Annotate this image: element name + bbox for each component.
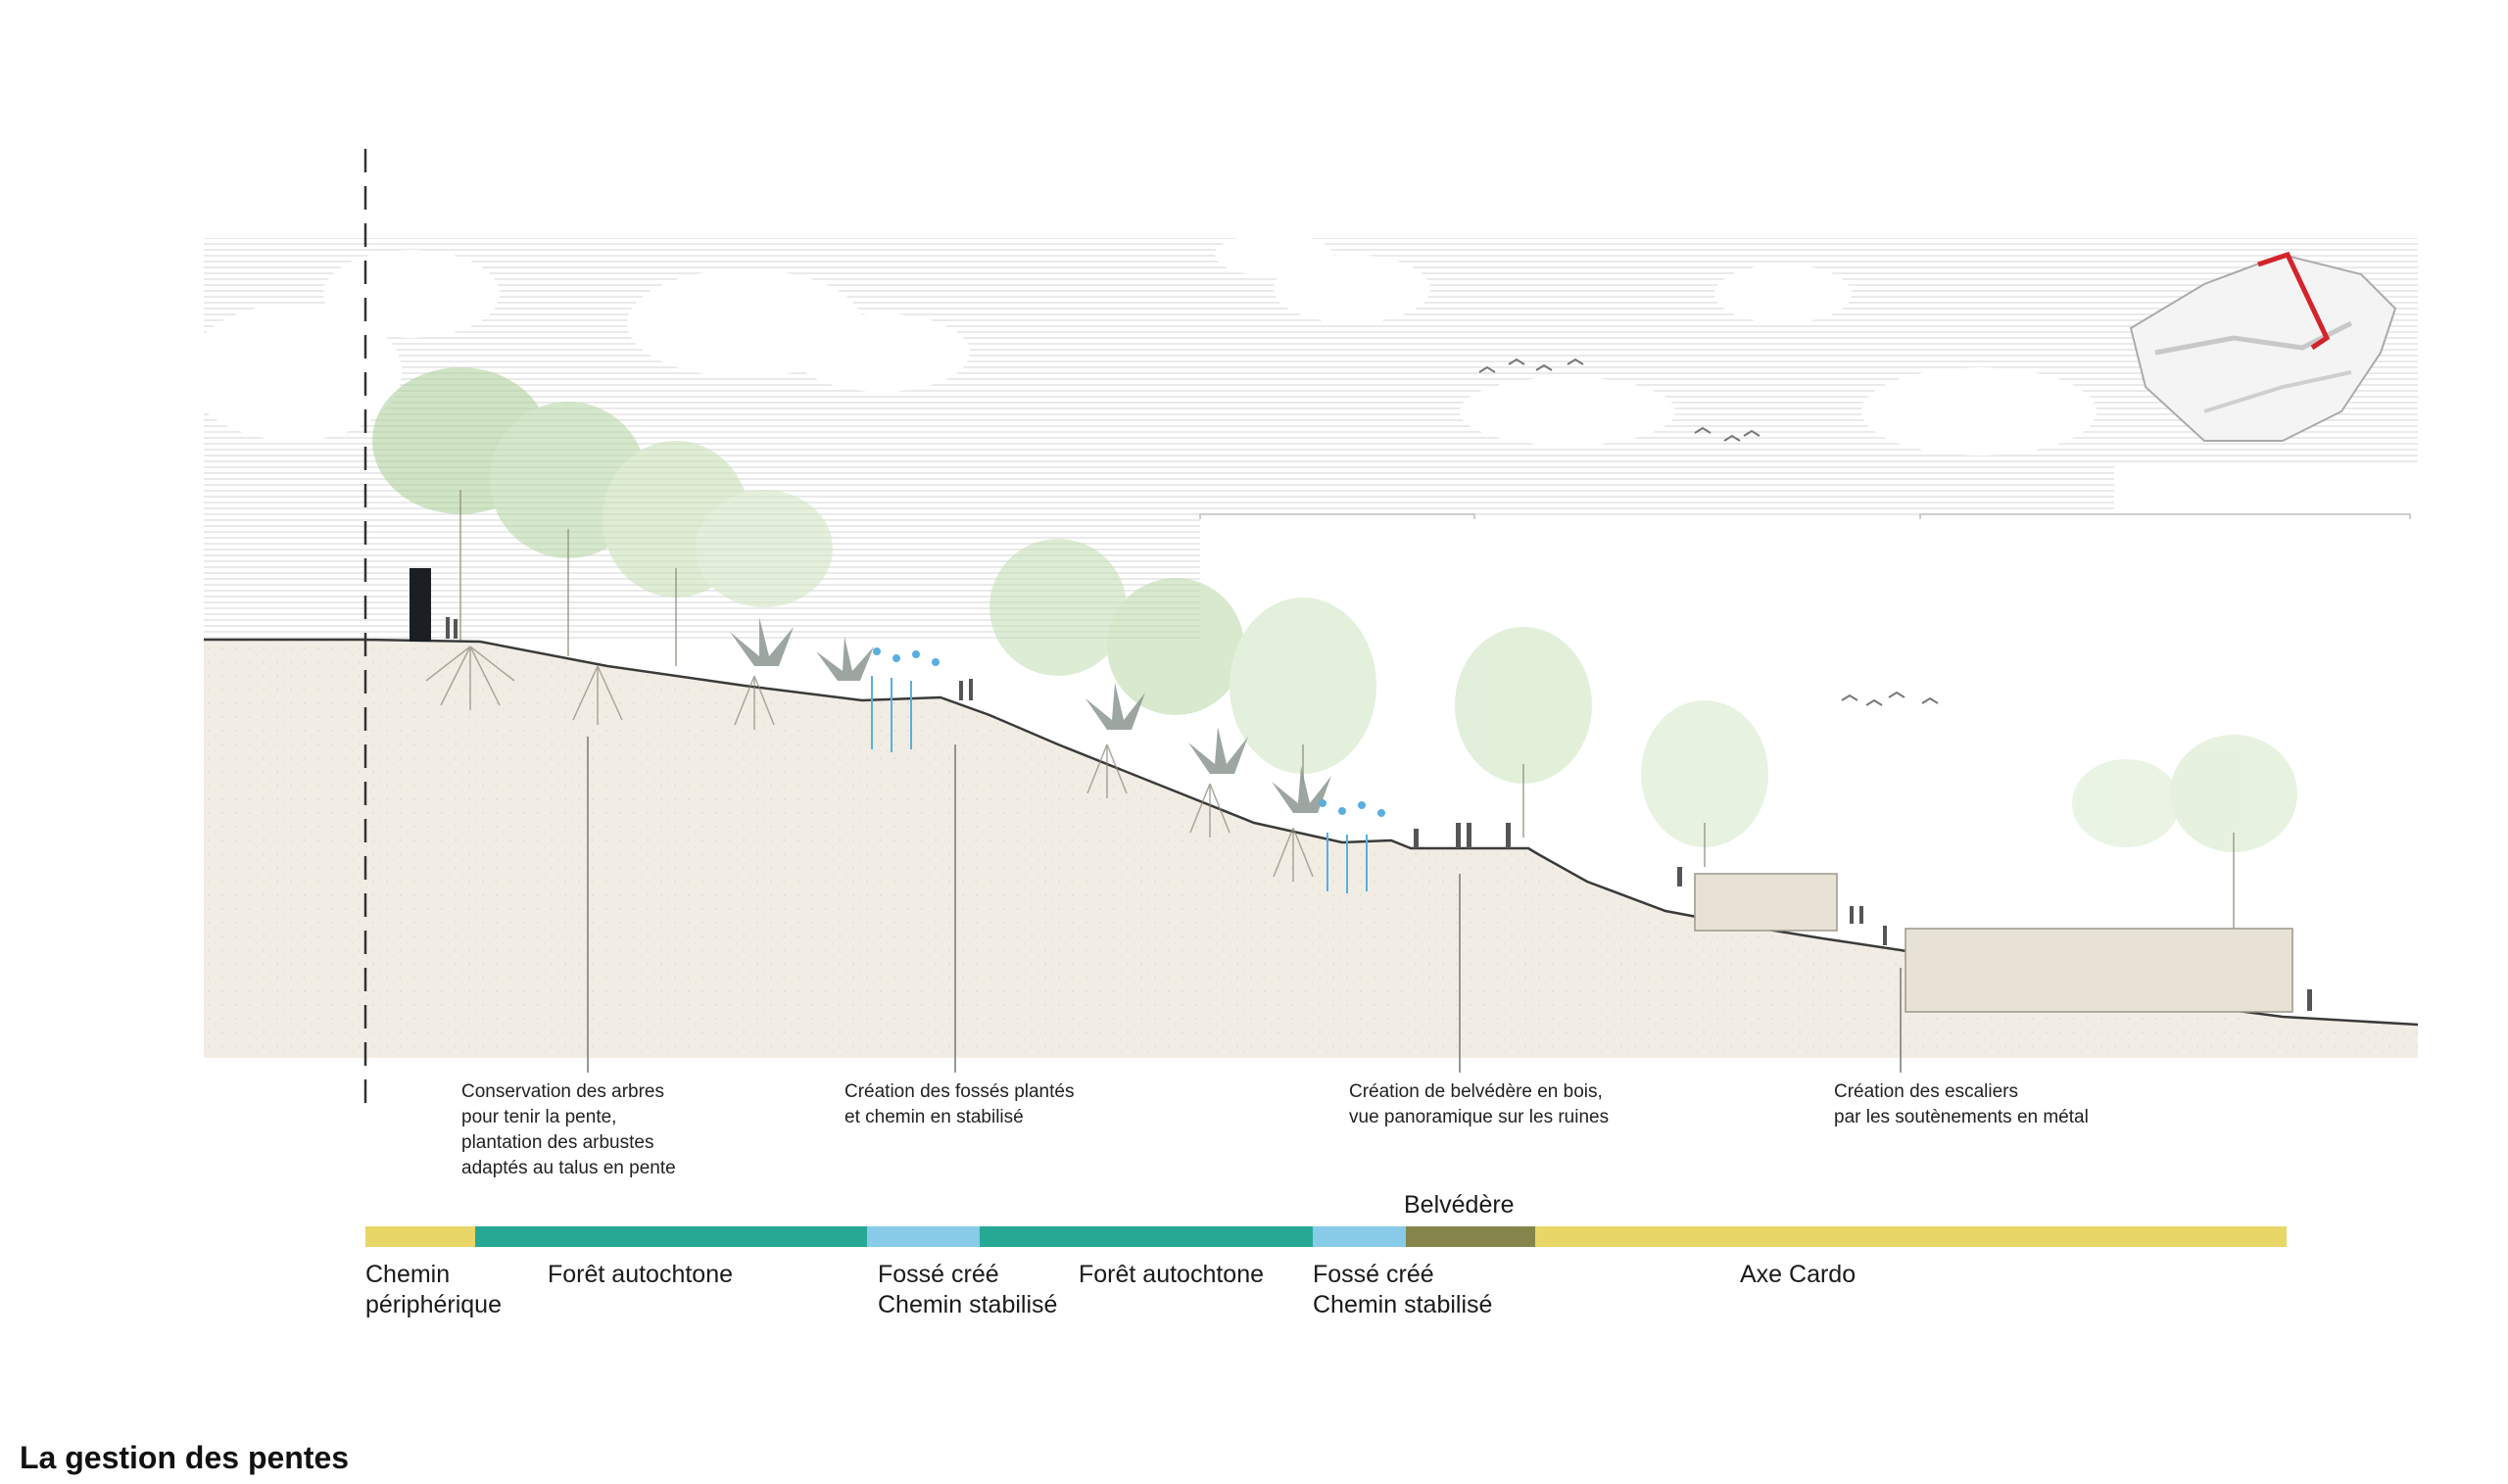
sky-band	[186, 233, 2418, 642]
legend-label-foret-1: Forêt autochtone	[548, 1261, 734, 1288]
bird-icon	[1478, 358, 1939, 706]
legend-label-axe-cardo: Axe Cardo	[1740, 1261, 1857, 1288]
annotation-wooden-belvedere: Création de belvédère en bois, vue panor…	[1349, 1081, 1610, 1127]
legend-segment-belvedere	[1406, 1226, 1535, 1247]
legend-segment-chemin-peripherique	[365, 1226, 475, 1247]
legend-label-foret-2: Forêt autochtone	[1079, 1261, 1265, 1288]
legend-segment-foret-1	[475, 1226, 867, 1247]
root-systems	[425, 646, 1314, 882]
legend-segment-axe-cardo	[1535, 1226, 2287, 1247]
agave-plant-icon	[730, 617, 1331, 813]
belvedere-label: Belvédère	[1404, 1191, 1515, 1219]
legend-segment-fosse-2	[1313, 1226, 1406, 1247]
ground-section	[204, 640, 2418, 1058]
legend-label-fosse-2: Fossé créé Chemin stabilisé	[1313, 1261, 1493, 1318]
annotation-metal-stairs: Création des escaliers par les soutèneme…	[1834, 1081, 2089, 1127]
legend-segment-foret-2	[980, 1226, 1313, 1247]
leader-lines	[587, 737, 1902, 1073]
legend-label-fosse-1: Fossé créé Chemin stabilisé	[878, 1261, 1058, 1318]
building-icon	[410, 568, 431, 642]
legend-label-chemin-peripherique: Chemin périphérique	[365, 1261, 502, 1318]
annotation-planted-ditches: Création des fossés plantés et chemin en…	[844, 1081, 1075, 1127]
retaining-walls	[1694, 873, 2293, 1013]
page-title: La gestion des pentes	[20, 1440, 350, 1475]
inset-map	[2129, 251, 2397, 442]
legend-segment-fosse-1	[867, 1226, 980, 1247]
tree-icon	[372, 367, 2297, 852]
water-drop-icon	[871, 647, 1385, 893]
person-icon	[446, 617, 2312, 1011]
annotation-tree-conservation: Conservation des arbres pour tenir la pe…	[461, 1081, 676, 1178]
